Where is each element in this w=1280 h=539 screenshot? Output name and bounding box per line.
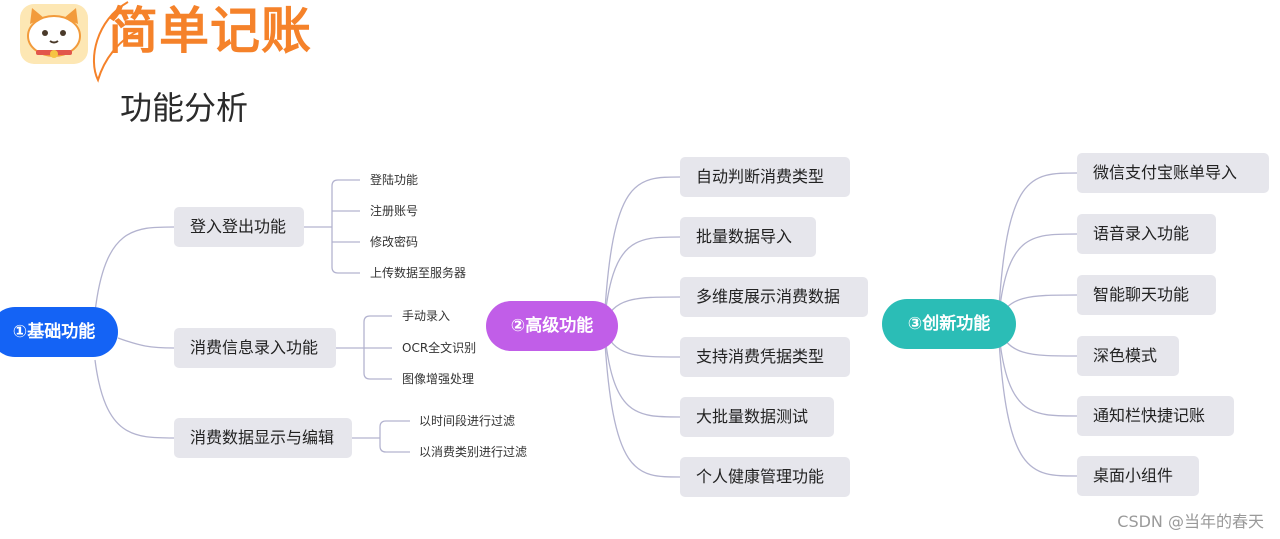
leaf-upload-data[interactable]: 上传数据至服务器 <box>370 266 467 280</box>
leaf-manual-entry[interactable]: 手动录入 <box>402 309 451 323</box>
node-desktop-widget[interactable]: 桌面小组件 <box>1077 456 1199 496</box>
leaf-image-enhance[interactable]: 图像增强处理 <box>402 372 475 386</box>
node-voucher-types[interactable]: 支持消费凭据类型 <box>680 337 850 377</box>
leaf-login[interactable]: 登陆功能 <box>370 173 419 187</box>
node-bill-import[interactable]: 微信支付宝账单导入 <box>1077 153 1269 193</box>
leaf-change-password[interactable]: 修改密码 <box>370 235 419 249</box>
root-basic-functions[interactable]: ①基础功能 <box>0 307 118 357</box>
node-health-management[interactable]: 个人健康管理功能 <box>680 457 850 497</box>
node-smart-chat[interactable]: 智能聊天功能 <box>1077 275 1216 315</box>
leaf-register[interactable]: 注册账号 <box>370 204 419 218</box>
node-batch-import[interactable]: 批量数据导入 <box>680 217 816 257</box>
cat-logo-icon <box>20 4 88 64</box>
app-title: 简单记账 <box>108 2 312 60</box>
node-voice-entry[interactable]: 语音录入功能 <box>1077 214 1216 254</box>
node-auto-classify[interactable]: 自动判断消费类型 <box>680 157 850 197</box>
root-advanced-functions[interactable]: ②高级功能 <box>486 301 618 351</box>
node-dark-mode[interactable]: 深色模式 <box>1077 336 1179 376</box>
page-title: 功能分析 <box>120 89 249 127</box>
node-large-data-test[interactable]: 大批量数据测试 <box>680 397 834 437</box>
node-multi-dim-display[interactable]: 多维度展示消费数据 <box>680 277 868 317</box>
leaf-filter-category[interactable]: 以消费类别进行过滤 <box>419 445 528 459</box>
node-notification-shortcut[interactable]: 通知栏快捷记账 <box>1077 396 1234 436</box>
swirl-decoration <box>93 1 141 83</box>
node-consumption-entry[interactable]: 消费信息录入功能 <box>174 328 336 368</box>
leaf-filter-time[interactable]: 以时间段进行过滤 <box>419 414 516 428</box>
node-data-display-edit[interactable]: 消费数据显示与编辑 <box>174 418 352 458</box>
node-login-logout[interactable]: 登入登出功能 <box>174 207 304 247</box>
root-innovative-functions[interactable]: ③创新功能 <box>882 299 1016 349</box>
watermark: CSDN @当年的春天 <box>1117 512 1264 531</box>
leaf-ocr[interactable]: OCR全文识别 <box>402 341 477 355</box>
